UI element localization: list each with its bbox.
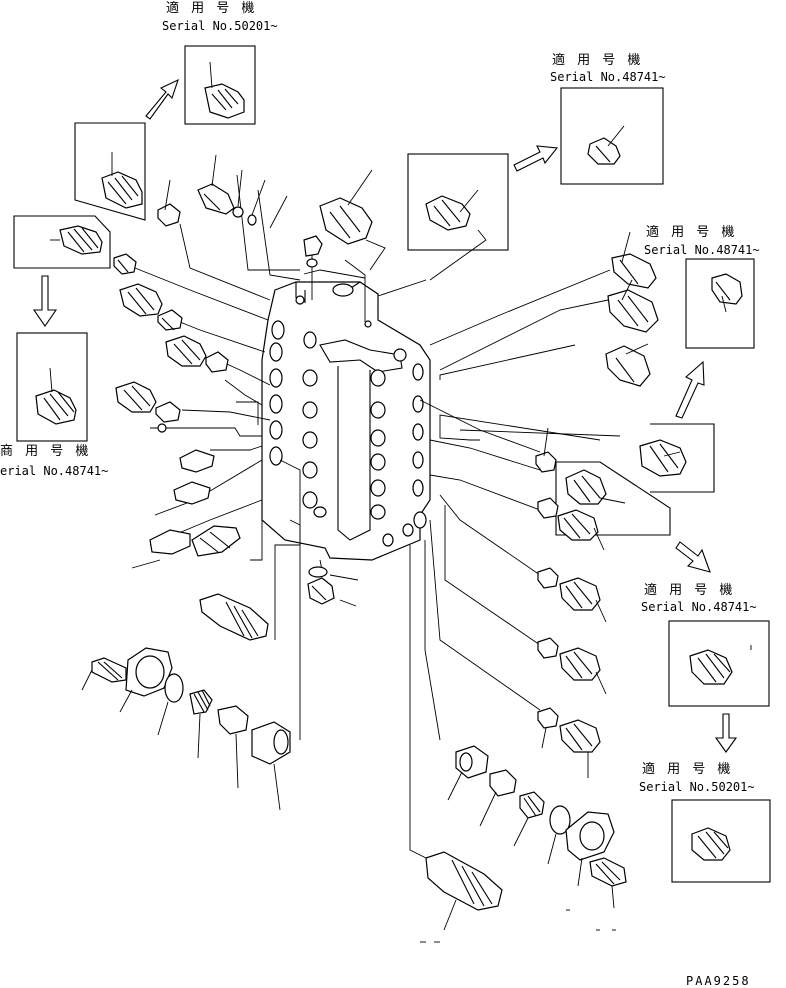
box-center-top [407,153,509,251]
part-upper-right-plug [587,125,625,165]
box-right-plug [650,423,715,493]
loose-parts-right [535,231,659,778]
part-right-mid-plug [711,273,743,313]
box-left [16,332,88,442]
right-ports [370,348,427,547]
valve-housing [261,281,431,561]
arrow-up-right-top [145,78,179,120]
box-right-mid [685,258,755,349]
note-left-serial: erial No.48741~ [0,464,108,478]
detail-boxes [13,45,771,883]
arrows [32,78,738,753]
note-left-jp: 商 用 号 機 [0,444,92,459]
part-right-plug [639,439,687,477]
loose-parts-top [157,154,373,268]
left-ports [269,320,327,518]
note-upper-right-jp: 適 用 号 機 [552,52,644,68]
part-left-top-cartridge [50,225,103,255]
part-right-lower-cartridge [689,645,752,685]
note-top: 適 用 号 機 Serial No.50201~ [162,0,278,33]
note-right-lower: 適 用 号 機 Serial No.48741~ [641,582,757,614]
arrow-to-right-mid [675,360,705,419]
body-small-port [364,320,372,328]
note-top-serial: Serial No.50201~ [162,19,278,33]
note-right-mid-serial: Serial No.48741~ [644,243,760,257]
body-top-port [332,283,354,297]
arrow-to-right-lower [675,541,711,573]
arrow-to-upper-right [513,145,559,172]
box-upper-right [560,87,664,185]
part-bottom-right-cartridge [691,827,731,861]
box-left-top [13,215,111,269]
arrow-down-bottom-right [714,713,738,753]
body-top-face [319,339,403,373]
part-left-cartridge [35,367,77,425]
loose-parts-left [81,253,291,811]
drawing-code: PAA9258 [686,974,751,988]
leader-lines [129,174,621,871]
part-center-top-plug [425,189,479,231]
part-right-valve [565,469,626,505]
note-bottom-right: 適 用 号 機 Serial No.50201~ [639,761,755,794]
box-upper-left [74,122,146,221]
note-bottom-right-serial: Serial No.50201~ [639,780,755,794]
box-top [184,45,256,125]
box-right-valve [555,461,671,536]
valve-body [261,281,431,561]
note-upper-right-serial: Serial No.48741~ [550,70,666,84]
note-right-lower-serial: Serial No.48741~ [641,600,757,614]
arrow-down-left [32,275,58,327]
box-bottom-right [671,799,771,883]
body-bolt [295,295,305,305]
loose-parts-bottom [420,745,627,943]
note-bottom-right-jp: 適 用 号 機 [642,761,734,777]
box-right-lower [668,620,770,707]
body-center-web [337,366,371,541]
note-right-mid: 適 用 号 機 Serial No.48741~ [644,224,760,257]
note-right-lower-jp: 適 用 号 機 [644,582,736,598]
part-top-cartridge [204,61,245,119]
loose-parts-bottom-center [307,566,335,605]
note-right-mid-jp: 適 用 号 機 [646,224,738,240]
part-upper-left-cartridge [101,152,143,209]
note-top-jp: 適 用 号 機 [166,0,258,16]
note-upper-right: 適 用 号 機 Serial No.48741~ [550,52,666,84]
note-left: 商 用 号 機 erial No.48741~ [0,444,108,478]
